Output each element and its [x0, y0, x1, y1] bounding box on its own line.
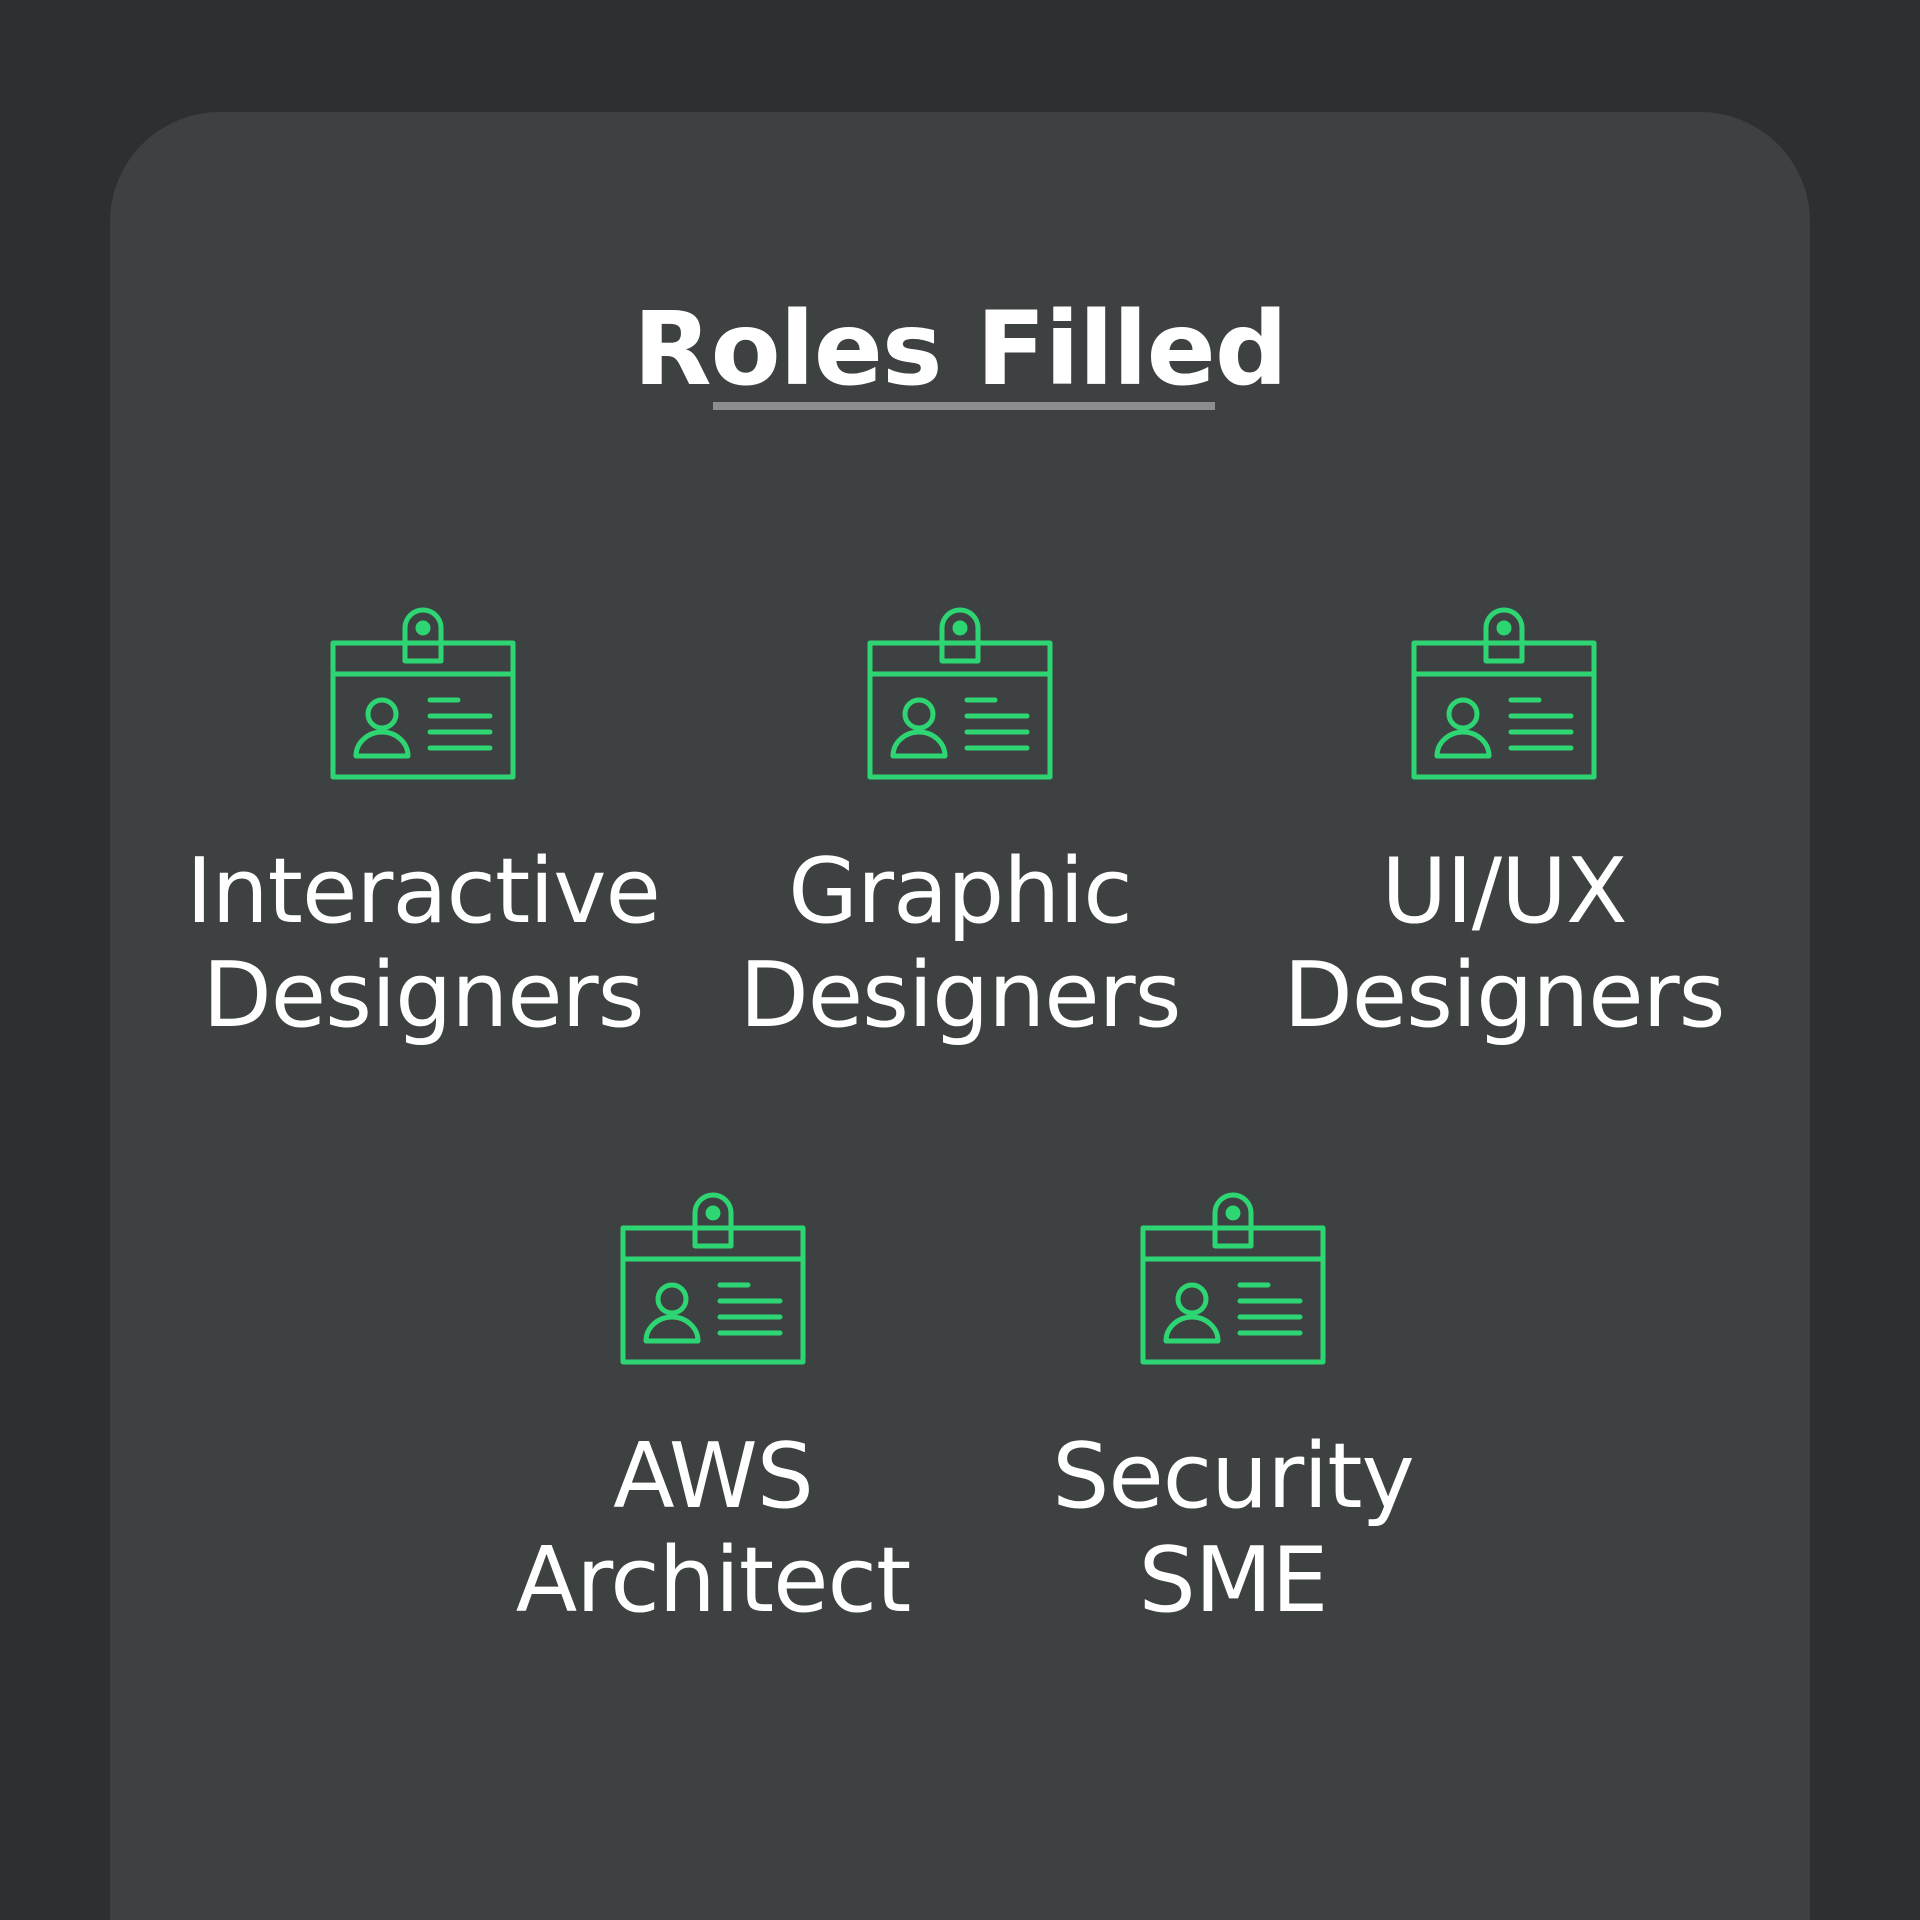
id-badge-icon [1411, 607, 1597, 780]
role-label: Interactive Designers [153, 840, 693, 1048]
role-label-line2: Designers [1283, 943, 1726, 1048]
role-label: AWS Architect [443, 1365, 983, 1633]
role-label-line1: Graphic [788, 839, 1133, 944]
role-label: Security SME [963, 1365, 1503, 1633]
role-item-uiux-designers: UI/UX Designers [1234, 606, 1774, 1048]
role-label-line1: Security [1052, 1424, 1415, 1529]
role-label-line2: Designers [739, 943, 1182, 1048]
role-item-aws-architect: AWS Architect [443, 1191, 983, 1633]
content-card [110, 112, 1810, 1920]
title-underline [713, 402, 1215, 410]
page-title: Roles Filled [633, 290, 1288, 409]
role-item-security-sme: Security SME [963, 1191, 1503, 1633]
id-badge-icon [620, 1192, 806, 1365]
id-badge-icon [867, 607, 1053, 780]
role-label-line2: Architect [515, 1528, 912, 1633]
role-label-line1: Interactive [186, 839, 661, 944]
role-label-line1: AWS [613, 1424, 814, 1529]
id-badge-icon [1140, 1192, 1326, 1365]
role-label: Graphic Designers [690, 840, 1230, 1048]
role-label-line1: UI/UX [1381, 839, 1627, 944]
role-item-interactive-designers: Interactive Designers [153, 606, 693, 1048]
role-label-line2: SME [1138, 1528, 1329, 1633]
id-badge-icon [330, 607, 516, 780]
role-item-graphic-designers: Graphic Designers [690, 606, 1230, 1048]
role-label-line2: Designers [202, 943, 645, 1048]
role-label: UI/UX Designers [1234, 840, 1774, 1048]
